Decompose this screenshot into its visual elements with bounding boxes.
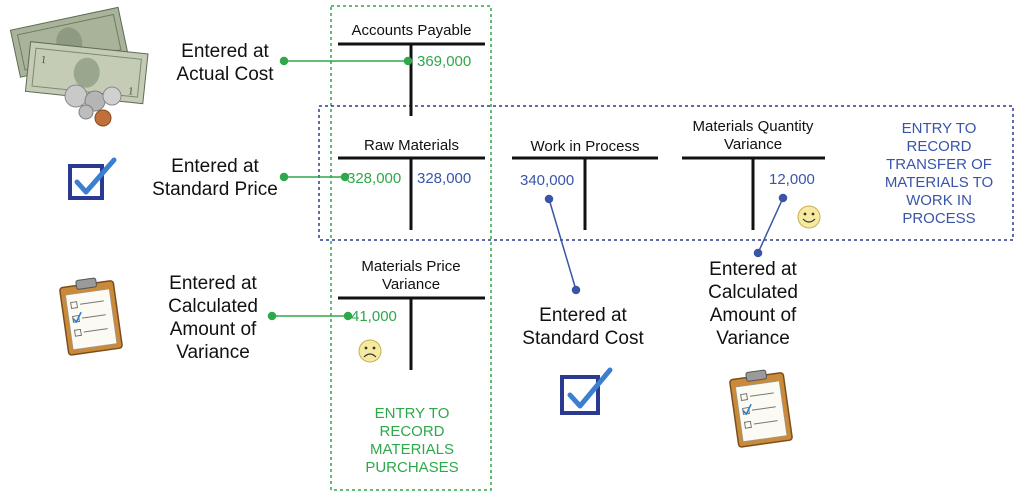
label-standard-cost: Entered at Standard Cost bbox=[522, 305, 644, 349]
checkbox-icon bbox=[560, 367, 613, 415]
connector-standard-cost bbox=[548, 198, 577, 291]
entry-caption-purchases: ENTRY TO RECORD MATERIALS PURCHASES bbox=[365, 405, 459, 476]
t-account-materials-quantity-variance-lines bbox=[682, 156, 825, 230]
t-account-work-in-process-lines bbox=[512, 156, 658, 230]
account-name-accounts-payable: Accounts Payable bbox=[351, 22, 472, 39]
clipboard-icon bbox=[729, 369, 793, 448]
t-account-materials-price-variance-lines bbox=[338, 296, 485, 370]
account-name-raw-materials: Raw Materials bbox=[363, 137, 460, 154]
checkbox-icon bbox=[68, 157, 117, 200]
value-raw-materials-debit: 328,000 bbox=[347, 170, 402, 187]
label-actual-cost: Entered at Actual Cost bbox=[176, 41, 274, 85]
svg-text:1: 1 bbox=[40, 54, 47, 67]
connector-variance-right bbox=[757, 197, 784, 254]
label-variance-left: Entered at Calculated Amount of Variance bbox=[168, 273, 258, 363]
smiley-sad-icon bbox=[358, 339, 382, 363]
account-name-materials-quantity-variance: Materials Quantity Variance bbox=[692, 118, 814, 153]
entry-caption-transfer: ENTRY TO RECORD TRANSFER OF MATERIALS TO… bbox=[884, 120, 994, 227]
label-standard-price: Entered at Standard Price bbox=[152, 156, 278, 200]
value-accounts-payable-credit: 369,000 bbox=[417, 53, 472, 70]
money-icon: 1 1 bbox=[9, 6, 149, 127]
account-name-work-in-process: Work in Process bbox=[530, 138, 640, 155]
t-account-accounts-payable-lines bbox=[338, 42, 485, 116]
purchases-entry-box bbox=[330, 5, 492, 491]
svg-text:1: 1 bbox=[127, 85, 134, 98]
value-materials-quantity-variance-credit: 12,000 bbox=[769, 171, 815, 188]
label-variance-right: Entered at Calculated Amount of Variance bbox=[708, 259, 798, 349]
account-name-materials-price-variance: Materials Price Variance bbox=[361, 258, 461, 293]
value-materials-price-variance-debit: 41,000 bbox=[351, 308, 397, 325]
clipboard-icon bbox=[59, 277, 123, 356]
t-account-raw-materials-lines bbox=[338, 156, 485, 230]
value-work-in-process-debit: 340,000 bbox=[520, 172, 575, 189]
value-raw-materials-credit: 328,000 bbox=[417, 170, 472, 187]
smiley-happy-icon bbox=[797, 205, 821, 229]
